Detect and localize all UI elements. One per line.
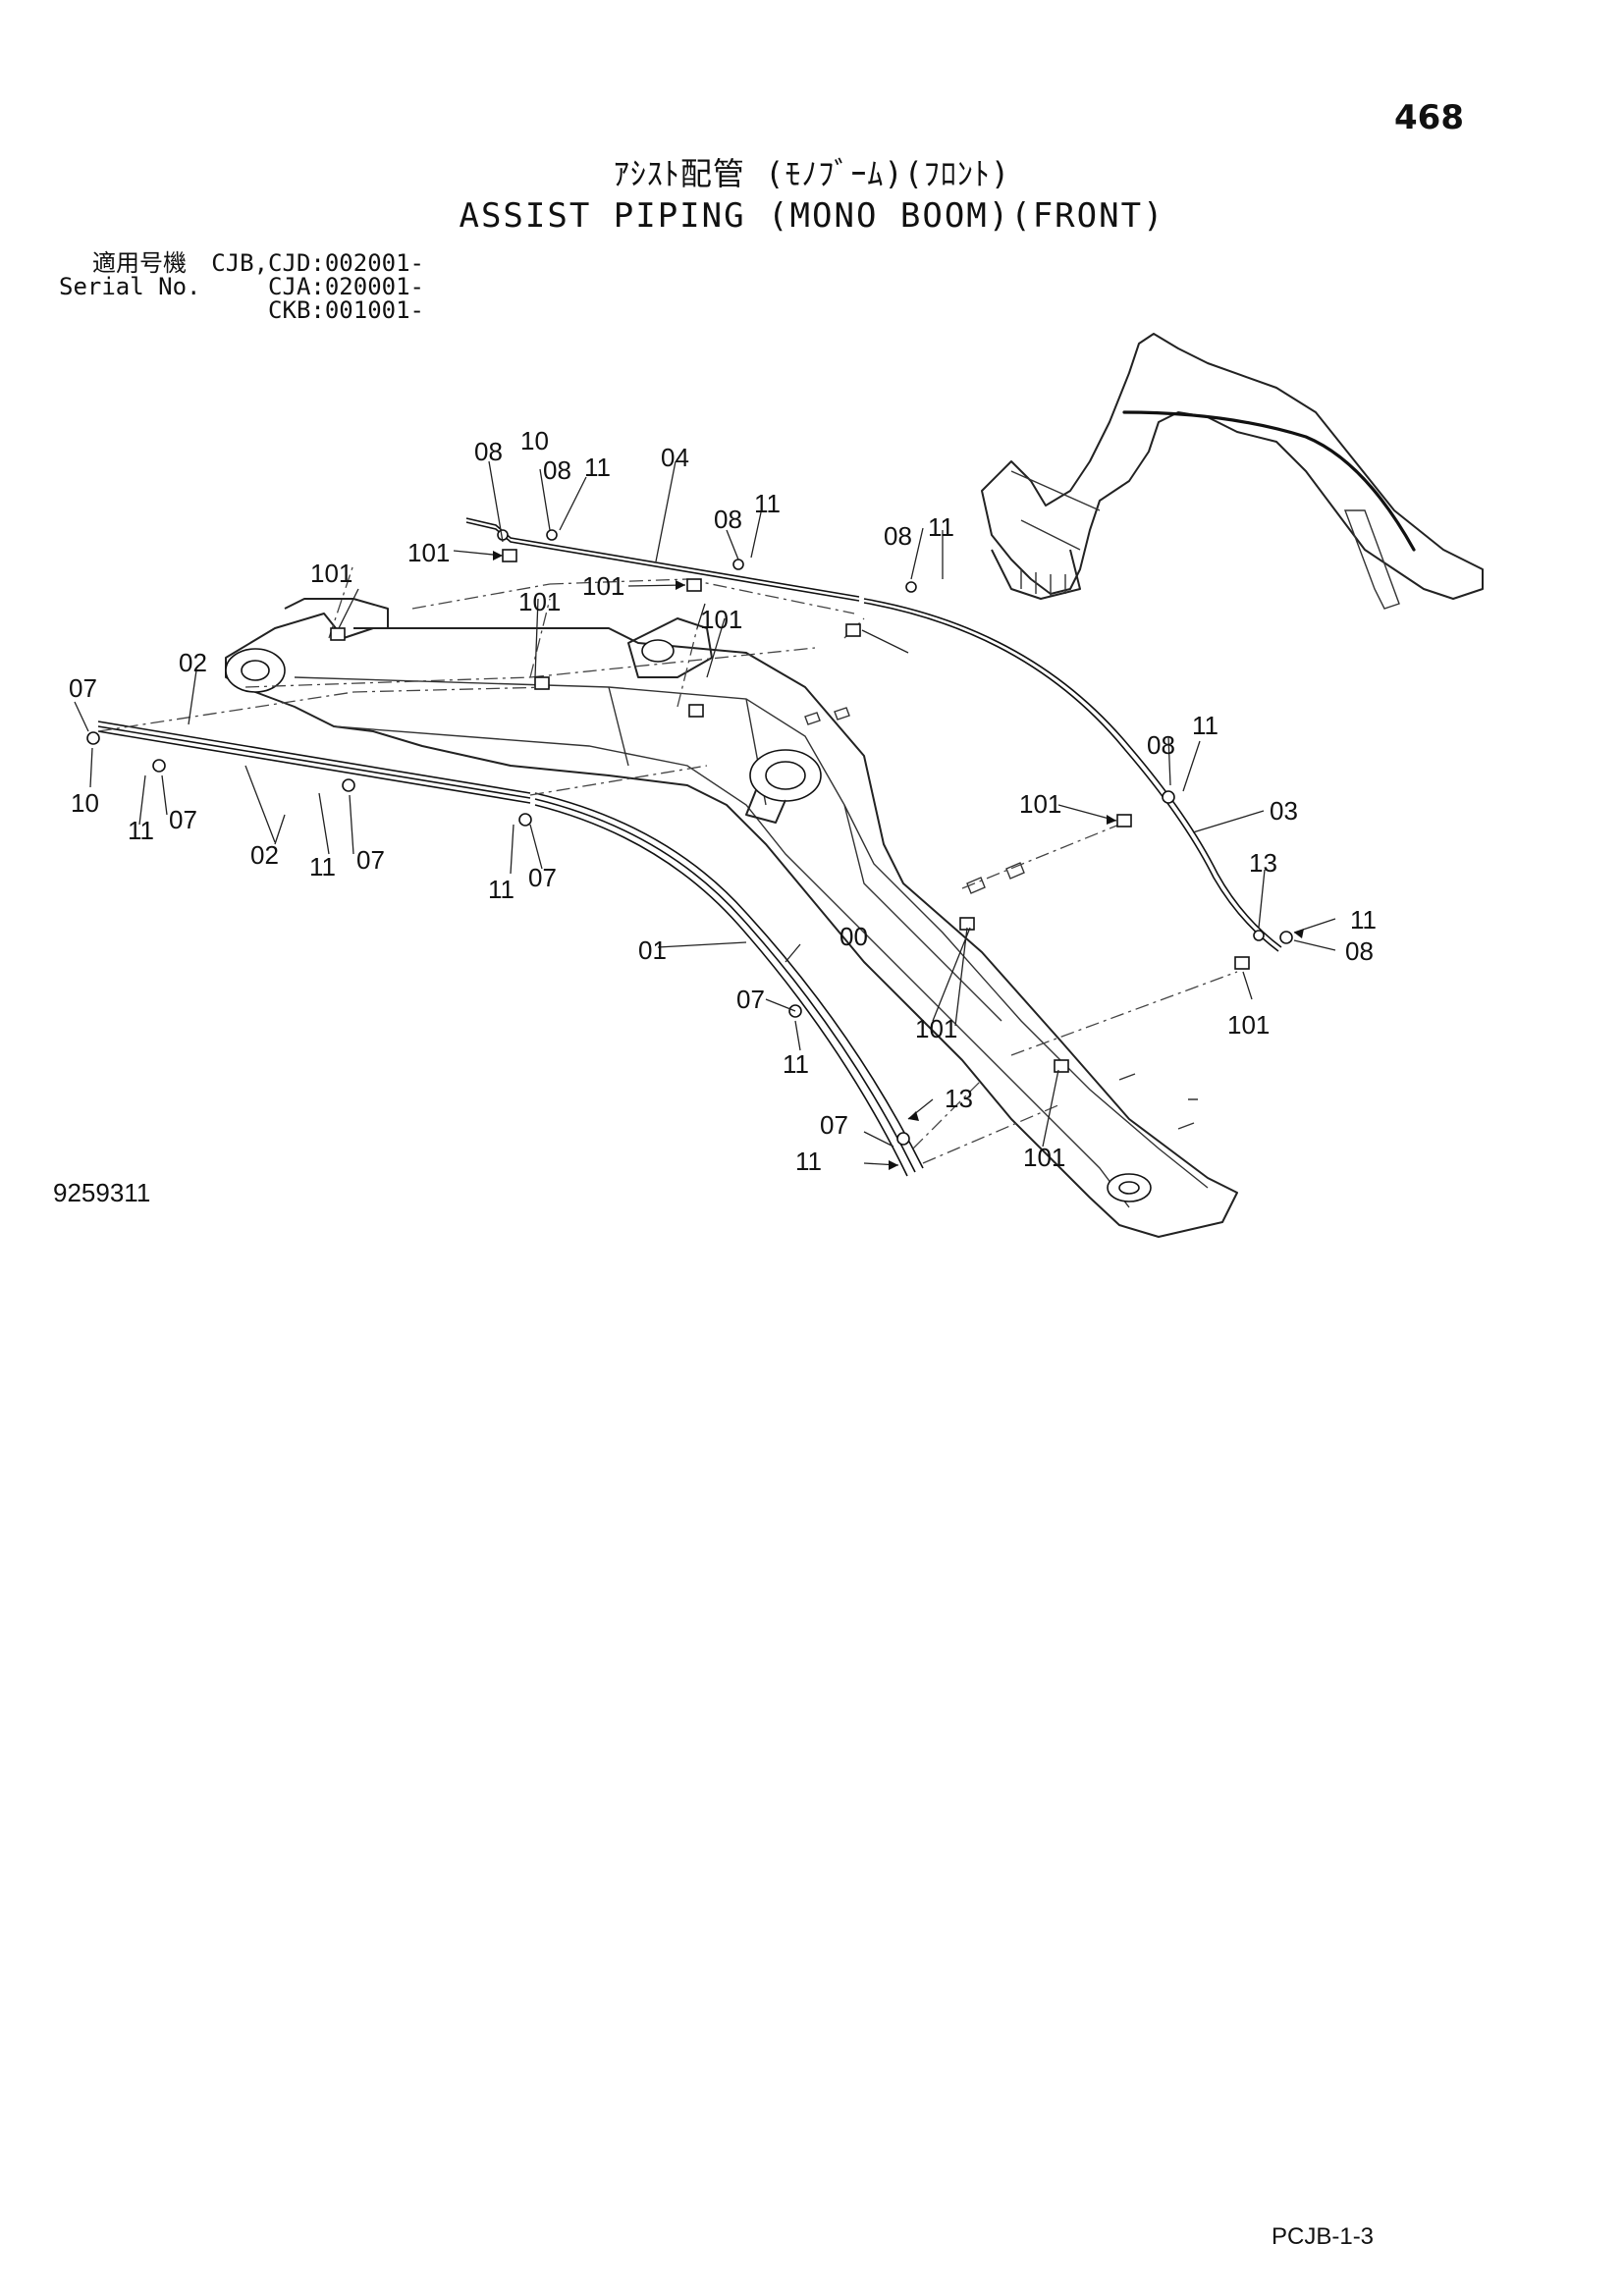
callout-11: 11 (1192, 711, 1218, 740)
callout-11: 11 (928, 512, 954, 542)
title-english: ASSIST PIPING (MONO BOOM)(FRONT) (459, 196, 1165, 236)
callout-07: 07 (736, 985, 765, 1014)
callout-11: 11 (1350, 905, 1377, 934)
clamp-icons (86, 529, 1293, 1146)
callout-00: 00 (839, 922, 868, 951)
callout-07: 07 (820, 1110, 848, 1140)
arrowheads (493, 551, 1304, 1170)
callout-08: 08 (474, 437, 503, 466)
callout-101: 101 (1019, 789, 1061, 819)
callout-07: 07 (169, 805, 197, 834)
callout-01: 01 (638, 935, 667, 965)
serial-label-jp: 適用号機 (92, 249, 187, 277)
callout-101: 101 (700, 605, 742, 634)
callout-07: 07 (356, 845, 385, 875)
callout-07: 07 (69, 673, 97, 703)
callout-07: 07 (528, 863, 557, 892)
boom-body (225, 598, 1238, 1238)
callout-11: 11 (795, 1147, 822, 1176)
callout-08: 08 (543, 455, 571, 485)
callout-04: 04 (661, 443, 689, 472)
serial-value: CJB,CJD:002001- (211, 249, 424, 277)
leader-lines (74, 460, 1336, 1166)
page-code: PCJB-1-3 (1272, 2223, 1375, 2250)
pipe-01-00 (534, 792, 924, 1177)
callout-labels: 08 10 08 11 04 08 11 08 11 101 101 101 1… (69, 426, 1377, 1176)
callout-11: 11 (128, 816, 154, 845)
callout-11: 11 (754, 489, 781, 518)
serial-value: CKB:001001- (268, 296, 424, 324)
callout-101: 101 (582, 571, 624, 601)
callout-03: 03 (1270, 796, 1298, 826)
callout-101: 101 (407, 538, 450, 567)
drawing-number: 9259311 (53, 1178, 151, 1207)
callout-101: 101 (518, 587, 561, 616)
callout-08: 08 (1345, 936, 1374, 966)
callout-11: 11 (783, 1049, 809, 1079)
callout-08: 08 (884, 521, 912, 551)
pipe-03 (863, 598, 1282, 952)
callout-10: 10 (71, 788, 99, 818)
serial-value: CJA:020001- (268, 273, 424, 300)
callout-10: 10 (520, 426, 549, 455)
callout-101: 101 (915, 1014, 957, 1043)
callout-08: 08 (714, 505, 742, 534)
page-number: 468 (1394, 98, 1464, 137)
callout-11: 11 (584, 453, 611, 482)
callout-13: 13 (1249, 848, 1277, 878)
serial-values-block: CJB,CJD:002001- CJA:020001- CKB:001001- (208, 251, 424, 322)
title-japanese: ｱｼｽﾄ配管 (ﾓﾉﾌﾞｰﾑ)(ﾌﾛﾝﾄ) (613, 155, 1011, 192)
callout-13: 13 (945, 1084, 973, 1113)
callout-101: 101 (1023, 1143, 1065, 1172)
assembly-lines (97, 563, 1238, 1164)
excavator-inset-icon (981, 333, 1484, 610)
callout-08: 08 (1147, 730, 1175, 760)
callout-101: 101 (1227, 1010, 1270, 1040)
callout-101: 101 (310, 559, 352, 588)
callout-11: 11 (309, 852, 336, 881)
pipe-02 (97, 721, 531, 804)
callout-11: 11 (488, 875, 514, 904)
callout-02: 02 (179, 648, 207, 677)
callout-02: 02 (250, 840, 279, 870)
